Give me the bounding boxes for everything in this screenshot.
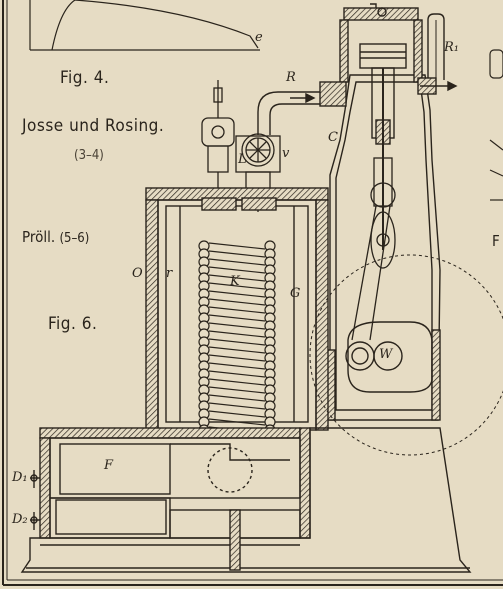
- part-r: r: [166, 266, 173, 281]
- part-G: G: [290, 286, 301, 301]
- evaporator-vessel: [145, 187, 329, 431]
- adjacent-figure-fragment: [489, 49, 503, 201]
- coil-link: [208, 418, 266, 426]
- part-L: L: [238, 152, 247, 167]
- coil-link: [208, 298, 266, 306]
- authors-ref: (3–4): [74, 148, 104, 163]
- part-W: W: [379, 347, 393, 362]
- cylinder-head: [319, 3, 458, 250]
- coil-link: [208, 346, 266, 354]
- coil-link: [208, 322, 266, 330]
- part-D1: D₁: [12, 470, 28, 485]
- coil-link: [208, 362, 266, 370]
- connecting-rod: [351, 157, 396, 341]
- coil-link: [208, 306, 266, 314]
- coil-link: [208, 242, 266, 250]
- edge-letter: F: [492, 232, 500, 250]
- pipe-R: [257, 91, 320, 135]
- coil-link: [208, 274, 266, 282]
- coil-link: [208, 410, 266, 418]
- coil-link: [208, 282, 266, 290]
- proell-name: Pröll.: [22, 228, 56, 246]
- coil-link: [208, 354, 266, 362]
- part-v: v: [282, 146, 290, 161]
- crankcase: [309, 254, 503, 456]
- fig4-caption: Fig. 4.: [60, 68, 110, 88]
- part-F: F: [104, 458, 114, 473]
- fig6-caption: Fig. 6.: [48, 314, 98, 334]
- coil-link: [208, 290, 266, 298]
- coil-K: [198, 240, 276, 436]
- coil-link: [208, 402, 266, 410]
- part-R1: R₁: [444, 40, 459, 55]
- coil-link: [208, 338, 266, 346]
- proell-ref: (5–6): [59, 231, 90, 246]
- part-R: R: [286, 70, 296, 85]
- part-e: e: [255, 30, 263, 45]
- authors-label: Josse und Rosing.: [22, 116, 165, 136]
- coil-link: [208, 378, 266, 386]
- coil-link: [208, 386, 266, 394]
- coil-link: [208, 266, 266, 274]
- coil-link: [208, 314, 266, 322]
- part-D2: D₂: [12, 512, 28, 527]
- coil-link: [208, 258, 266, 266]
- part-C: C: [328, 130, 338, 145]
- coil-link: [208, 370, 266, 378]
- coil-link: [208, 394, 266, 402]
- coil-link: [208, 250, 266, 258]
- valve-L: [201, 80, 235, 201]
- coil-link: [208, 330, 266, 338]
- engine-base: [20, 427, 472, 573]
- part-K: K: [230, 274, 240, 289]
- proell-label: Pröll. (5–6): [22, 228, 89, 246]
- fig4-diagram: [29, 0, 260, 51]
- part-O: O: [132, 266, 143, 281]
